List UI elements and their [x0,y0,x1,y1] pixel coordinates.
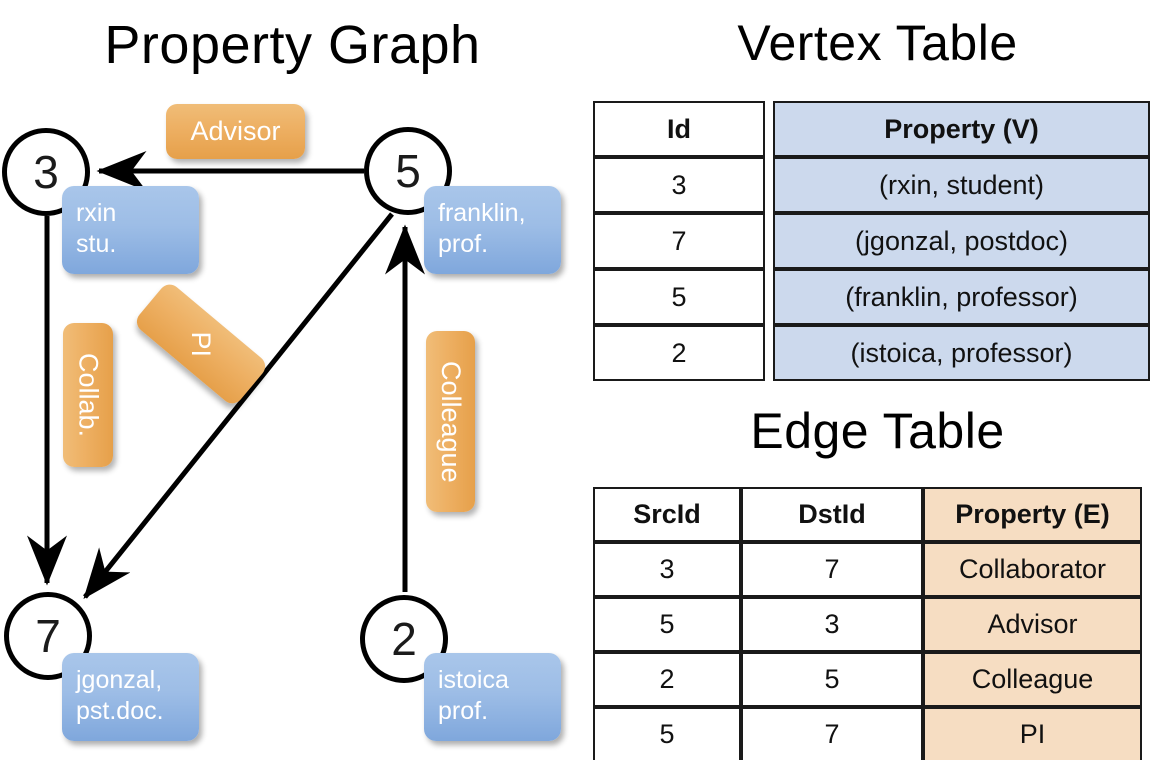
vertex-table-header-row: Id Property (V) [593,101,1150,157]
edge-cell-dst: 7 [741,707,923,760]
edge-label-colleague-text: Colleague [436,360,466,483]
vertex-cell-property: (franklin, professor) [773,269,1150,325]
vertex-property-box-5: franklin, prof. [424,186,561,274]
vertex-cell-id: 5 [593,269,765,325]
edge-table-header-srcid: SrcId [593,487,741,542]
edge-label-collab-text: Collab. [73,352,104,438]
edge-cell-property: Advisor [923,597,1142,652]
edge-cell-property: Colleague [923,652,1142,707]
table-row: 5 7 PI [593,707,1142,760]
edge-table-header-property: Property (E) [923,487,1142,542]
table-row: 2 5 Colleague [593,652,1142,707]
edge-cell-dst: 3 [741,597,923,652]
vertex-property-line2: prof. [438,697,489,725]
vertex-property-box-7: jgonzal, pst.doc. [62,653,199,741]
vertex-property-line2: pst.doc. [76,697,164,725]
edge-cell-dst: 7 [741,542,923,597]
page-title-property-graph: Property Graph [104,15,481,75]
vertex-table-gutter [765,213,773,269]
vertex-cell-id: 7 [593,213,765,269]
vertex-table-gutter [765,101,773,157]
edge-label-advisor: Advisor [166,104,305,159]
vertex-property-line1: rxin [76,199,117,227]
vertex-cell-property: (istoica, professor) [773,325,1150,381]
vertex-table-gutter [765,157,773,213]
vertex-property-box-3: rxin stu. [62,186,199,274]
edge-cell-property: Collaborator [923,542,1142,597]
table-row: 2 (istoica, professor) [593,325,1150,381]
edge-label-collab: Collab. [63,323,113,467]
edge-cell-src: 5 [593,707,741,760]
edge-cell-src: 2 [593,652,741,707]
edge-table-header-dstid: DstId [741,487,923,542]
edge-table-header-row: SrcId DstId Property (E) [593,487,1142,542]
edge-cell-dst: 5 [741,652,923,707]
edge-label-colleague: Colleague [426,331,475,512]
edge-cell-src: 3 [593,542,741,597]
vertex-table: Id Property (V) 3 (rxin, student) 7 (jgo… [593,101,1150,381]
table-row: 5 3 Advisor [593,597,1142,652]
vertex-table-gutter [765,325,773,381]
graph-edges-svg [27,151,425,599]
vertex-cell-id: 2 [593,325,765,381]
vertex-property-box-2: istoica prof. [424,653,561,741]
page-title-vertex-table: Vertex Table [737,15,1018,71]
vertex-property-line1: istoica [438,666,509,694]
graph-node-5[interactable]: 5 [364,127,452,215]
vertex-cell-property: (jgonzal, postdoc) [773,213,1150,269]
vertex-property-line2: prof. [438,230,489,258]
page-title-edge-table: Edge Table [750,403,1005,459]
vertex-table-header-property: Property (V) [773,101,1150,157]
edge-label-advisor-text: Advisor [190,116,281,146]
vertex-property-line2: stu. [76,230,117,258]
vertex-cell-id: 3 [593,157,765,213]
edge-label-pi-text: PI [186,331,217,357]
edge-cell-property: PI [923,707,1142,760]
table-row: 3 7 Collaborator [593,542,1142,597]
vertex-table-gutter [765,269,773,325]
graph-node-2[interactable]: 2 [360,595,448,683]
vertex-property-line1: franklin, [438,199,526,227]
vertex-table-header-id: Id [593,101,765,157]
table-row: 7 (jgonzal, postdoc) [593,213,1150,269]
edge-pi-5-to-7 [83,212,394,599]
property-graph-diagram: 3 5 7 2 rxin stu. franklin, prof. jgonza… [2,104,561,741]
vertex-cell-property: (rxin, student) [773,157,1150,213]
edge-table: SrcId DstId Property (E) 3 7 Collaborato… [593,487,1142,760]
table-row: 5 (franklin, professor) [593,269,1150,325]
edge-cell-src: 5 [593,597,741,652]
table-row: 3 (rxin, student) [593,157,1150,213]
vertex-property-line1: jgonzal, [76,666,163,694]
